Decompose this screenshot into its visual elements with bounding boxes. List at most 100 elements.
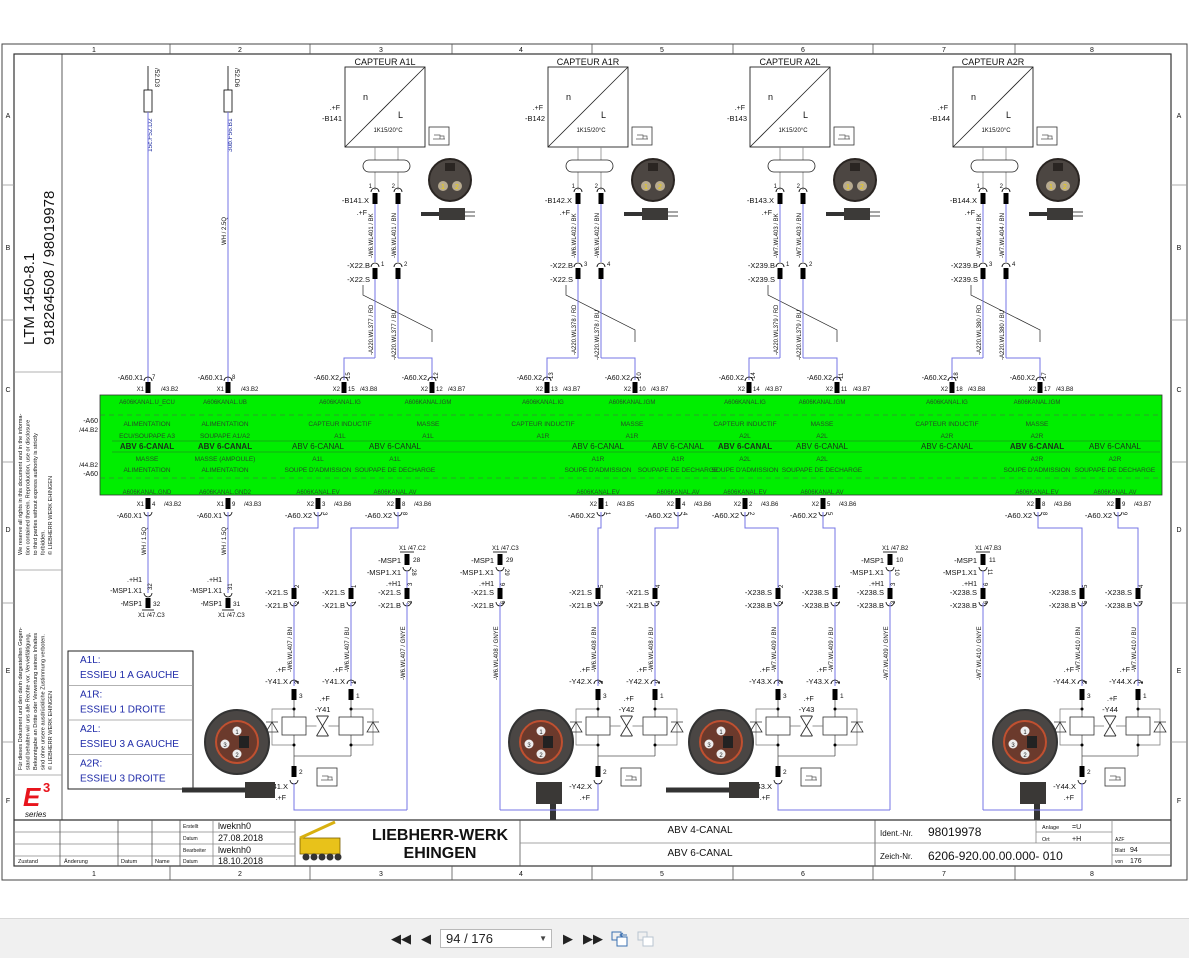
connector-ref: X2 <box>826 387 834 393</box>
next-page-button[interactable]: ▶ <box>559 931 577 947</box>
truck-icon <box>1104 767 1126 787</box>
last-page-button[interactable]: ▶▶ <box>583 931 603 947</box>
wire-label: -W6.WL402 / BK <box>572 213 578 258</box>
connector-label: -X238.S <box>857 588 884 597</box>
module-name: ABV 6-CANAL <box>369 442 422 451</box>
next-view-button[interactable] <box>637 931 655 947</box>
signal-name: A606KANAL.EV <box>296 490 339 496</box>
legend-code: A2R: <box>80 759 102 770</box>
crane-wheel-icon <box>326 853 334 861</box>
pin-number: 17 <box>1044 387 1051 393</box>
wire <box>803 357 838 380</box>
signal-name: A606KANAL.EV <box>723 490 766 496</box>
connector-pin-icon <box>395 193 401 204</box>
socket-icon <box>1001 187 1011 193</box>
sensor-spec: 1K15/20°C <box>981 128 1011 134</box>
pin-number: 1 <box>1143 693 1147 700</box>
signal-name: A606KANAL.IGM <box>405 400 452 406</box>
pin-number: 6 <box>984 600 990 604</box>
truck-icon <box>620 767 642 787</box>
wire-label: -W7.WL404 / BN <box>1000 213 1006 258</box>
sensor-id: -B141 <box>322 114 342 123</box>
signal-function: ALIMENTATION <box>123 467 170 474</box>
signal-target: MASSE <box>136 456 159 463</box>
connector-ref: X2 <box>667 502 675 508</box>
pin-number: 3 <box>1083 680 1089 684</box>
field-label: AZF <box>1115 837 1124 843</box>
connector-label: -X239.B <box>951 261 978 270</box>
connector-label: -X22.S <box>347 275 370 284</box>
crane-boom-icon <box>299 820 336 840</box>
connector-ref: X2 <box>941 387 949 393</box>
connector-pin-icon <box>980 268 986 279</box>
connector-label: -Y41.X <box>322 677 345 686</box>
solenoid-coil-icon <box>642 716 668 736</box>
connector-pin-icon <box>949 382 955 393</box>
connector-pin-photo <box>857 181 867 191</box>
connector-pin-photo <box>641 181 651 191</box>
page-reference: X1 /47.C3 <box>218 613 245 619</box>
page-number-select[interactable]: 94 / 176▼ <box>440 929 552 948</box>
fuse-icon <box>223 89 233 113</box>
connector-label: -MSP1 <box>954 556 977 565</box>
diode-line <box>755 708 778 746</box>
page-reference: /43.B7 <box>1134 502 1152 508</box>
signal-function: CAPTEUR INDUCTIF <box>713 421 776 428</box>
truck-icon <box>631 126 653 146</box>
first-page-button[interactable]: ◀◀ <box>391 931 411 947</box>
connector-pin-icon <box>980 193 986 204</box>
wire-label: -W7.WL410 / GNYE <box>977 626 983 680</box>
page-reference: /43.B8 <box>968 387 986 393</box>
connector-pin-icon <box>395 268 401 279</box>
connector-label: -X239.B <box>748 261 775 270</box>
connector-label: -A60.X2 <box>922 375 947 382</box>
connector-pin-photo <box>716 749 726 759</box>
connector-pin-photo <box>1020 726 1030 736</box>
connector-seal-photo <box>215 720 259 764</box>
connector-pin-icon <box>225 598 231 608</box>
connector-ref: X1 <box>137 502 145 508</box>
diode-line <box>1059 708 1082 746</box>
connector-label: -Y42.X <box>569 782 592 791</box>
junction-dot <box>1136 707 1140 711</box>
connector-pin-icon <box>820 498 826 509</box>
location-label: .+H1 <box>386 581 401 588</box>
pin-1-label: 1 <box>441 184 445 191</box>
plug-pins-photo <box>668 211 678 217</box>
pin-number: 5 <box>599 600 605 604</box>
connector-label: -MSP1 <box>201 601 223 608</box>
pin-number: 2 <box>295 584 301 588</box>
column-number: 6 <box>801 47 805 54</box>
revision-header: Datum <box>121 859 138 865</box>
plug-photo <box>844 208 870 220</box>
column-number: 4 <box>519 871 523 878</box>
connector-label: -Y42.X <box>626 677 649 686</box>
connector-pin-icon <box>595 689 601 700</box>
copyright-english: to third parties without express authori… <box>33 433 39 555</box>
signal-function: CAPTEUR INDUCTIF <box>915 421 978 428</box>
location-label: .+F <box>580 667 590 674</box>
signal-target: A1R <box>592 456 605 463</box>
previous-page-button[interactable]: ◀ <box>417 931 435 947</box>
socket-icon <box>393 262 403 268</box>
junction-dot <box>1080 743 1084 747</box>
previous-view-button[interactable] <box>611 931 629 947</box>
connector-pin-icon <box>225 382 231 393</box>
connector-pin-icon <box>1003 268 1009 279</box>
diode-icon <box>569 721 583 733</box>
pin-number-photo: 2 <box>1023 753 1027 759</box>
pin-number: 10 <box>639 387 646 393</box>
company-name: EHINGEN <box>404 845 477 862</box>
connector-pin-icon <box>832 588 838 599</box>
connector-label: -Y43.X <box>749 677 772 686</box>
truck-icon <box>833 126 855 146</box>
plug-photo <box>642 208 668 220</box>
pin-number: 28 <box>410 569 416 576</box>
row-letter: B <box>6 245 11 252</box>
page-reference: /43.B6 <box>761 502 779 508</box>
location-label: .+F <box>804 696 814 703</box>
column-number: 6 <box>801 871 805 878</box>
column-number: 1 <box>92 871 96 878</box>
inner-frame <box>13 53 1172 867</box>
connector-pin-icon <box>746 382 752 393</box>
